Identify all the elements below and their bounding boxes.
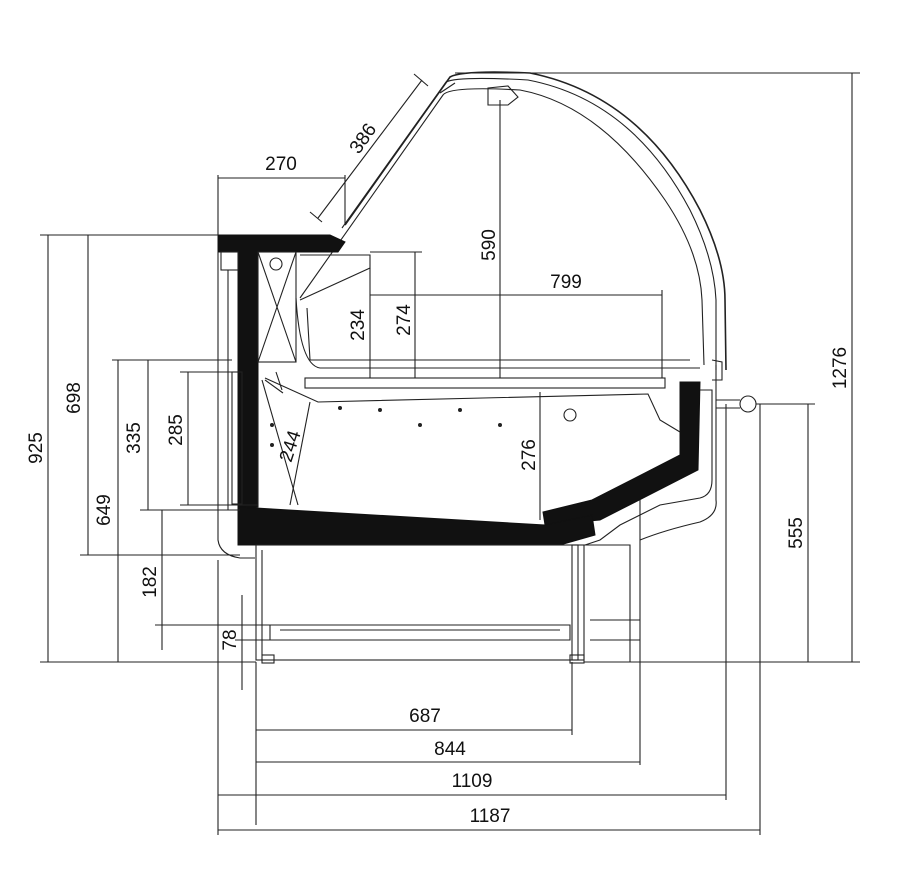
- basin-back-top: [264, 377, 681, 433]
- dim-844: 844: [434, 739, 466, 760]
- foot-left: [261, 654, 275, 664]
- curved-glass-inner: [341, 77, 717, 370]
- dim-1187: 1187: [470, 806, 511, 827]
- dim-335: 335: [124, 422, 145, 454]
- dim-274: 274: [394, 304, 415, 336]
- dim-649: 649: [94, 494, 115, 526]
- drain-fitting: [563, 408, 577, 422]
- dimension-labels: 270 386 590 799 274 234 276 244 285 335 …: [26, 120, 851, 827]
- dim-276: 276: [519, 439, 540, 471]
- rear-wall-panel: [237, 251, 259, 508]
- dim-270: 270: [265, 154, 297, 175]
- base-side: [584, 544, 631, 662]
- dim-799: 799: [550, 272, 582, 293]
- rear-top-block: [220, 251, 239, 271]
- front-clip: [711, 359, 723, 381]
- rear-outer-wall: [217, 252, 255, 559]
- foot-right: [569, 654, 585, 664]
- rear-door-panel: [231, 371, 243, 505]
- lamp-fixture: [487, 85, 519, 106]
- rear-fitting: [269, 257, 283, 271]
- dim-1109: 1109: [452, 771, 493, 792]
- dim-244: 244: [276, 428, 306, 465]
- top-shelf: [217, 234, 346, 253]
- base-front-rails: [590, 619, 640, 641]
- curved-glass-outer: [344, 71, 727, 371]
- dim-386: 386: [346, 120, 381, 158]
- dim-78: 78: [220, 629, 241, 650]
- dim-590: 590: [479, 229, 500, 261]
- knob-stem: [716, 399, 740, 409]
- dim-1276: 1276: [830, 347, 851, 389]
- dim-234: 234: [348, 309, 369, 341]
- dim-555: 555: [786, 517, 807, 549]
- inner-frame-line: [299, 88, 705, 366]
- base-bottom-rail: [269, 624, 571, 641]
- front-thick-panel: [542, 381, 701, 526]
- dim-925: 925: [26, 432, 47, 464]
- rear-cabinet-cross: [257, 251, 297, 363]
- upper-tray-bottom: [295, 297, 700, 369]
- rear-cabinet-box: [257, 251, 297, 363]
- front-knob: [739, 395, 757, 413]
- bottom-basin: [237, 506, 596, 546]
- upper-tray-inner: [306, 307, 690, 361]
- front-outer-curve: [639, 365, 717, 541]
- base-leg-front: [571, 544, 585, 661]
- dim-687: 687: [409, 706, 441, 727]
- front-lower-curve: [584, 389, 713, 546]
- upper-tray-left: [299, 254, 371, 301]
- basin-joint: [275, 371, 283, 391]
- basin-corner: [264, 379, 284, 394]
- rivets: [270, 406, 502, 447]
- cabinet-outline: [217, 71, 757, 664]
- glass-top-joint: [439, 82, 456, 94]
- dim-285: 285: [166, 414, 187, 446]
- middle-shelf: [304, 377, 666, 389]
- base-cabinet: [255, 544, 579, 661]
- dim-698: 698: [64, 382, 85, 414]
- dimension-lines: [40, 72, 860, 835]
- dim-182: 182: [140, 566, 161, 598]
